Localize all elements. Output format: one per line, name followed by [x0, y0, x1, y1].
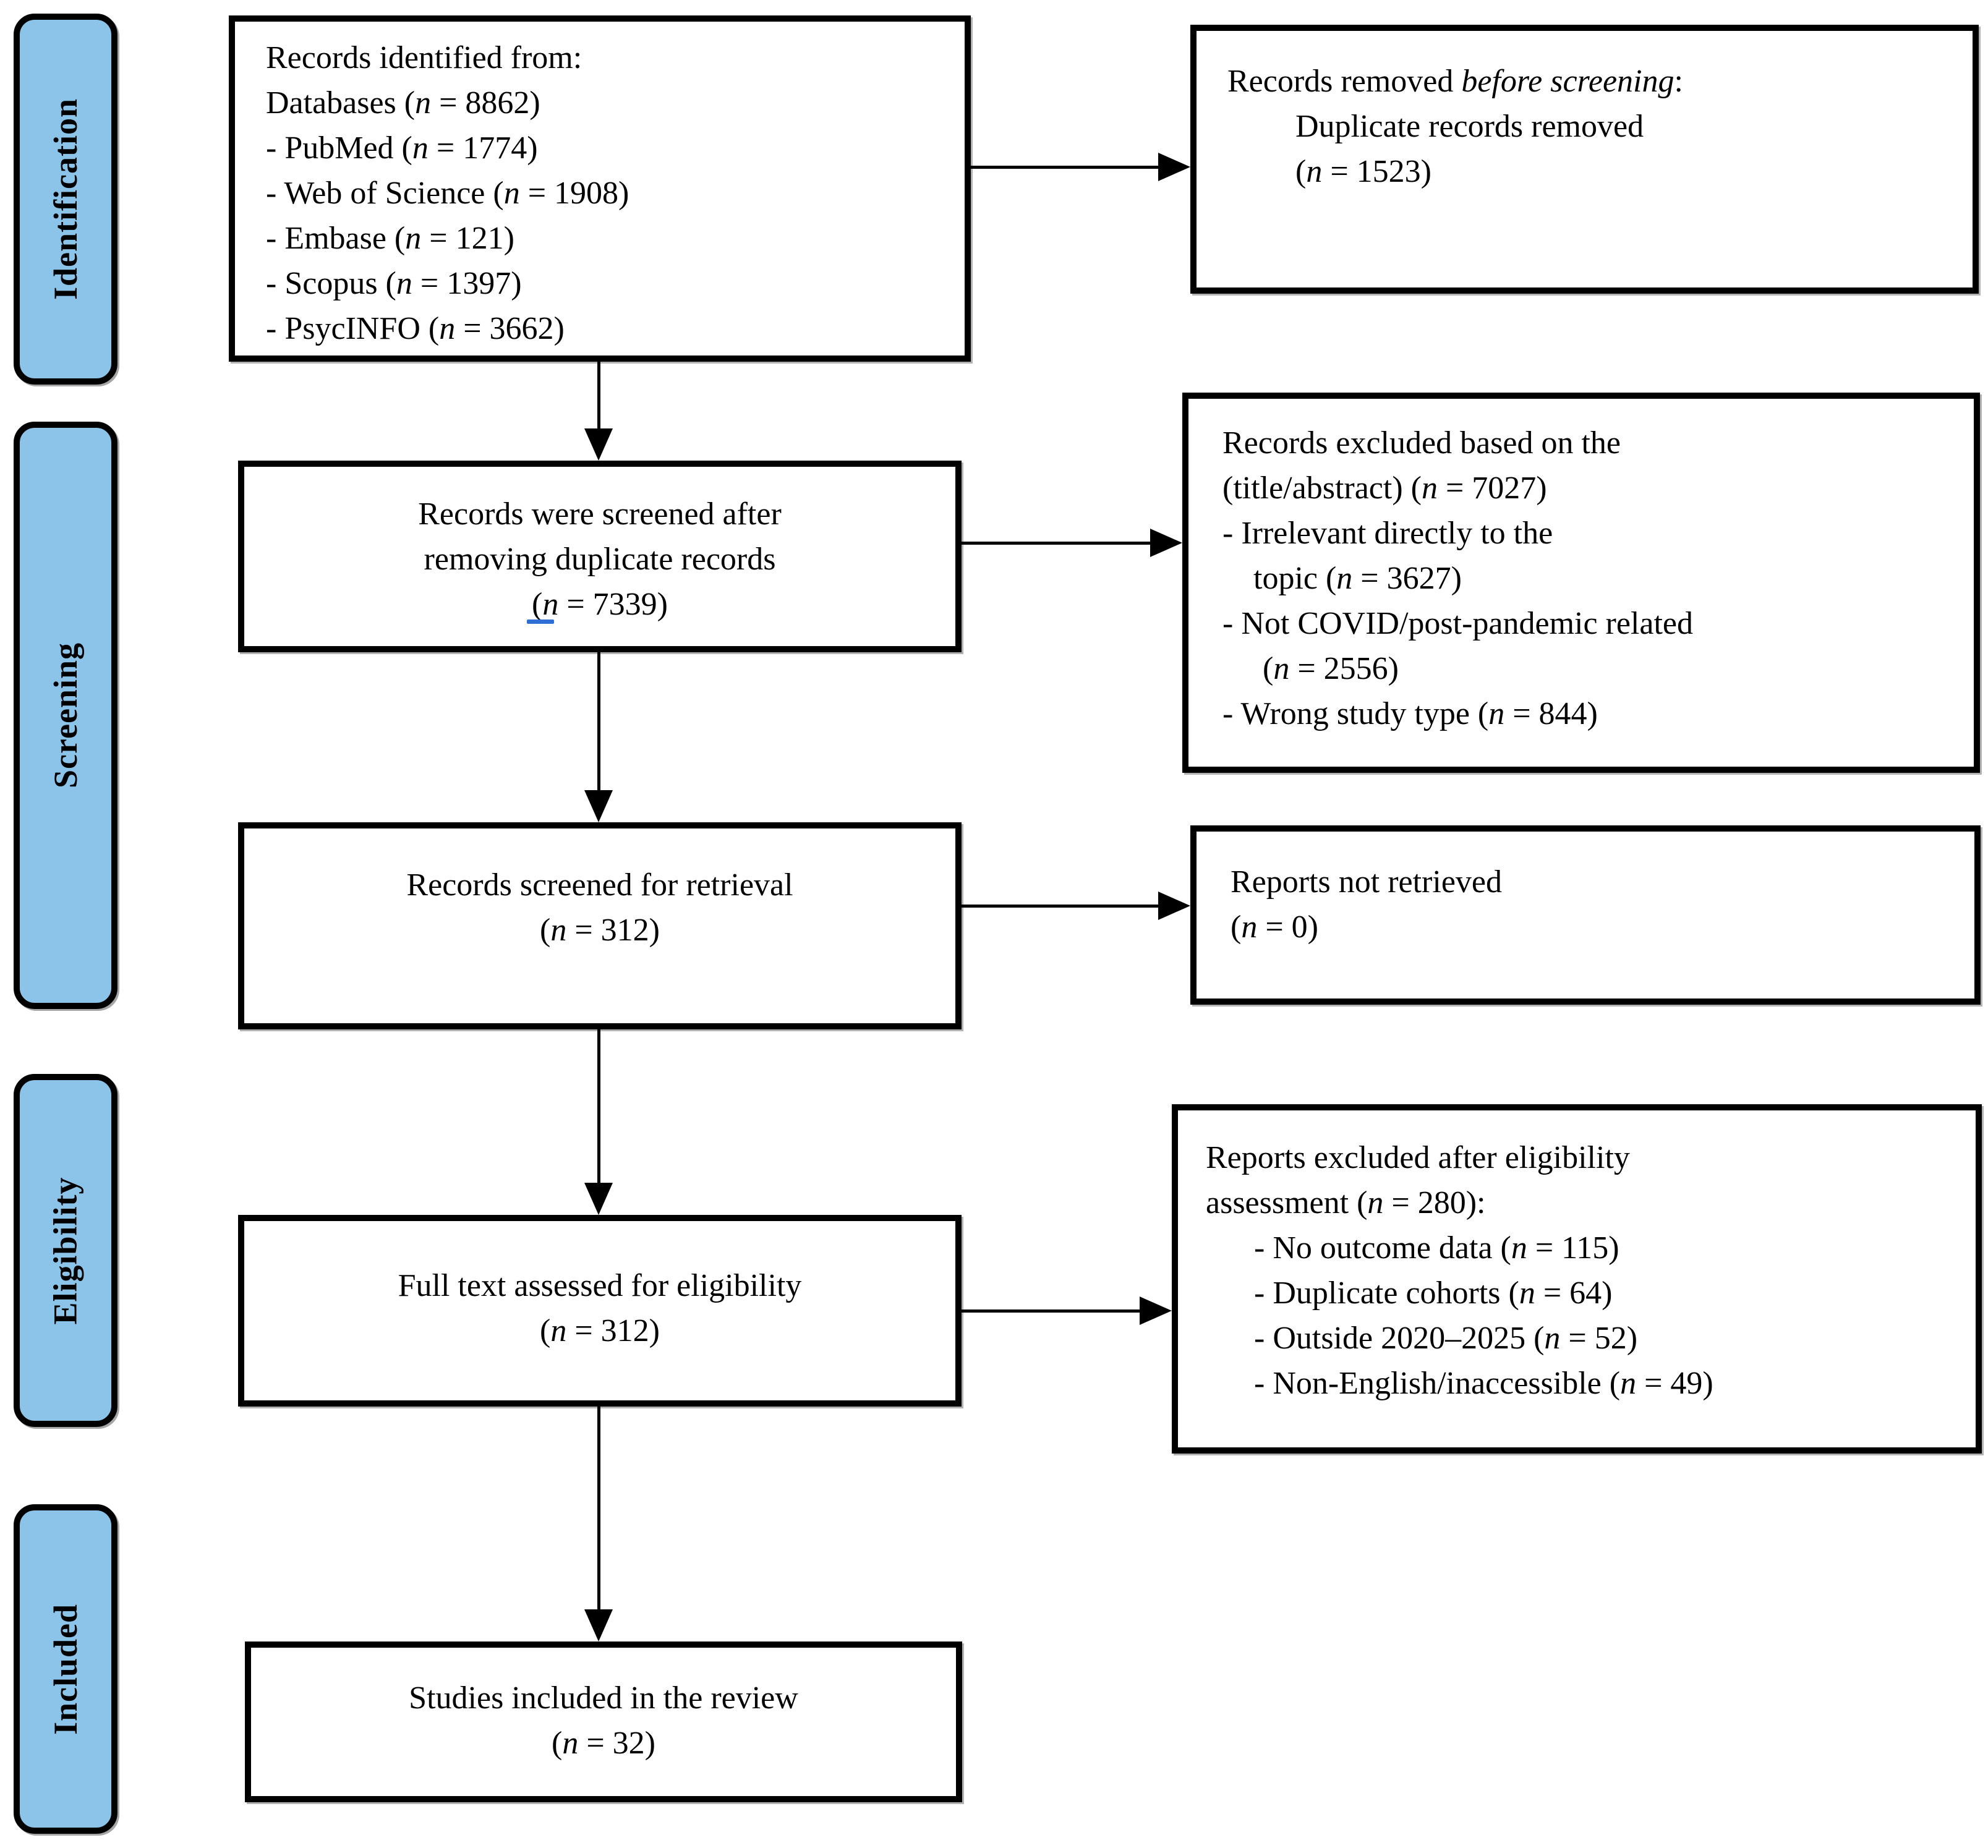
text-line: - PubMed (n = 1774) — [266, 130, 538, 166]
text-line: - Embase (n = 121) — [266, 221, 514, 256]
text-line: (n = 312) — [540, 1313, 660, 1348]
arrow-shaft — [597, 1029, 600, 1185]
text-line: - Scopus (n = 1397) — [266, 266, 522, 301]
arrowhead-right-icon — [1140, 1297, 1172, 1325]
text-line: (n = 7339) — [532, 587, 668, 622]
text-line: (n = 1523) — [1295, 154, 1431, 189]
text-line: - Duplicate cohorts (n = 64) — [1254, 1275, 1613, 1311]
text-line: (n = 32) — [552, 1726, 655, 1761]
text-line: (n = 2556) — [1263, 651, 1399, 686]
box-records-screened: Records were screened after removing dup… — [238, 461, 962, 652]
stage-identification-label: Identification — [47, 98, 85, 300]
text-line: (title/abstract) (n = 7027) — [1222, 471, 1547, 506]
text-line: Records screened for retrieval — [406, 867, 793, 903]
text-line: - Outside 2020–2025 (n = 52) — [1254, 1321, 1638, 1356]
box-records-screened-for-retrieval: Records screened for retrieval (n = 312) — [238, 822, 962, 1029]
arrow-shaft — [597, 652, 600, 793]
text-line: Studies included in the review — [409, 1680, 798, 1716]
stage-eligibility: Eligibility — [14, 1074, 117, 1427]
stage-eligibility-label: Eligibility — [47, 1176, 84, 1325]
text-line: topic (n = 3627) — [1253, 561, 1462, 596]
arrow-shaft — [962, 1309, 1142, 1313]
text-line: - Not COVID/post-pandemic related — [1222, 606, 1694, 641]
arrow-fulltext-to-included — [584, 1407, 613, 1641]
arrow-identified-to-removed — [971, 153, 1190, 181]
box-records-identified: Records identified from: Databases (n = … — [229, 15, 971, 362]
arrow-screened-to-excluded — [962, 529, 1182, 557]
text-line: Records excluded based on the — [1222, 425, 1621, 461]
arrowhead-right-icon — [1158, 892, 1190, 920]
stage-included-label: Included — [47, 1603, 84, 1735]
arrow-shaft — [597, 1407, 600, 1612]
text-line: - Wrong study type (n = 844) — [1222, 696, 1598, 731]
text-line: Full text assessed for eligibility — [398, 1268, 802, 1303]
arrowhead-right-icon — [1158, 153, 1190, 181]
text-line: Reports excluded after eligibility — [1206, 1140, 1630, 1175]
text-line: - Non-English/inaccessible (n = 49) — [1254, 1366, 1713, 1401]
arrowhead-right-icon — [1150, 529, 1182, 557]
text-line: Reports not retrieved — [1231, 864, 1502, 900]
arrow-fulltext-to-excluded — [962, 1297, 1172, 1325]
stage-identification: Identification — [14, 14, 117, 385]
stage-included: Included — [14, 1504, 117, 1834]
arrowhead-down-icon — [584, 1609, 613, 1641]
text-line: assessment (n = 280): — [1206, 1185, 1486, 1220]
text-line: removing duplicate records — [424, 542, 776, 577]
arrowhead-down-icon — [584, 790, 613, 822]
text-line: (n = 312) — [540, 913, 660, 948]
arrowhead-down-icon — [584, 428, 613, 461]
arrowhead-down-icon — [584, 1183, 613, 1215]
stage-screening-label: Screening — [47, 642, 84, 788]
box-studies-included: Studies included in the review (n = 32) — [245, 1641, 962, 1802]
box-records-removed-before-screening: Records removed before screening: Duplic… — [1190, 25, 1979, 294]
box-full-text-assessed: Full text assessed for eligibility (n = … — [238, 1215, 962, 1407]
arrow-shaft — [971, 166, 1161, 169]
box-reports-not-retrieved: Reports not retrieved (n = 0) — [1190, 825, 1981, 1005]
text-line: - PsycINFO (n = 3662) — [266, 311, 565, 346]
arrow-shaft — [962, 542, 1153, 545]
arrow-retrieval-to-not-retrieved — [962, 892, 1190, 920]
text-line: - Irrelevant directly to the — [1222, 516, 1553, 551]
arrow-shaft — [962, 905, 1161, 908]
arrow-identified-to-screened — [584, 362, 613, 461]
stage-screening: Screening — [14, 422, 117, 1009]
text-line: Records removed before screening: — [1227, 64, 1683, 99]
text-line: Databases (n = 8862) — [266, 85, 540, 121]
text-line: (n = 0) — [1231, 909, 1318, 945]
box-records-excluded-title-abstract: Records excluded based on the (title/abs… — [1182, 393, 1980, 773]
box-reports-excluded-after-eligibility: Reports excluded after eligibility asses… — [1172, 1104, 1982, 1454]
text-line: - Web of Science (n = 1908) — [266, 176, 629, 211]
arrow-screened-to-retrieval — [584, 652, 613, 822]
text-line: Records were screened after — [418, 496, 782, 532]
arrow-retrieval-to-fulltext — [584, 1029, 613, 1215]
text-line: - No outcome data (n = 115) — [1254, 1230, 1619, 1266]
text-line: Records identified from: — [266, 40, 582, 75]
arrow-shaft — [597, 362, 600, 431]
spellcheck-underline-mark — [527, 620, 554, 624]
text-line: Duplicate records removed — [1295, 109, 1644, 144]
